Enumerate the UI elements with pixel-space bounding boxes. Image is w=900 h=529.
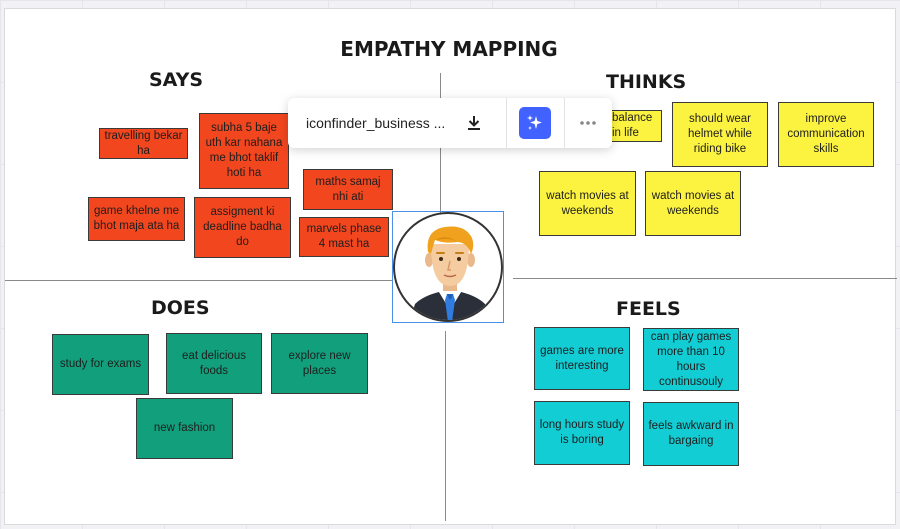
- more-options-button[interactable]: [575, 111, 601, 135]
- toolbar-file-name[interactable]: iconfinder_business ...: [306, 115, 446, 131]
- sticky-note-says[interactable]: marvels phase 4 mast ha: [299, 217, 389, 257]
- quadrant-label-says: SAYS: [149, 69, 204, 91]
- avatar[interactable]: [393, 212, 503, 322]
- sticky-note-thinks[interactable]: watch movies at weekends: [645, 171, 741, 236]
- sticky-note-text: feels awkward in bargaing: [648, 420, 734, 447]
- avatar-selection[interactable]: [392, 211, 504, 323]
- context-toolbar: iconfinder_business ...: [288, 98, 612, 148]
- sticky-note-says[interactable]: maths samaj nhi ati: [303, 169, 393, 210]
- quadrant-label-feels: FEELS: [616, 298, 681, 320]
- horizontal-divider-left: [5, 280, 393, 281]
- quadrant-label-does: DOES: [151, 297, 210, 319]
- sticky-note-does[interactable]: explore new places: [271, 333, 368, 394]
- sticky-note-says[interactable]: subha 5 baje uth kar nahana me bhot takl…: [199, 113, 289, 189]
- sticky-note-says[interactable]: travelling bekar ha: [99, 128, 188, 159]
- sticky-note-feels[interactable]: feels awkward in bargaing: [643, 402, 739, 466]
- sticky-note-text: study for exams: [59, 358, 142, 370]
- sticky-note-text: should wear helmet while riding bike: [688, 113, 752, 155]
- sticky-note-text: explore new places: [288, 349, 351, 377]
- sticky-note-says[interactable]: game khelne me bhot maja ata ha: [88, 197, 185, 241]
- sticky-note-text: games are more interesting: [540, 344, 624, 372]
- sticky-note-text: long hours study is boring: [539, 419, 625, 446]
- sticky-note-says[interactable]: assigment ki deadline badha do: [194, 197, 291, 258]
- sticky-note-text: eat delicious foods: [182, 349, 246, 377]
- sticky-note-text: new fashion: [153, 422, 216, 434]
- sticky-note-text: marvels phase 4 mast ha: [306, 223, 382, 250]
- more-horizontal-icon: [580, 121, 596, 125]
- businessman-avatar-icon: [410, 226, 490, 320]
- toolbar-separator: [506, 98, 507, 148]
- sticky-note-text: can play games more than 10 hours contin…: [650, 330, 732, 388]
- sticky-note-feels[interactable]: can play games more than 10 hours contin…: [643, 328, 739, 391]
- sticky-note-feels[interactable]: long hours study is boring: [534, 401, 630, 465]
- sticky-note-thinks[interactable]: improve communication skills: [778, 102, 874, 167]
- sticky-note-text: balance in life: [612, 112, 653, 139]
- download-icon: [468, 116, 480, 130]
- toolbar-separator: [564, 98, 565, 148]
- download-button[interactable]: [462, 111, 486, 135]
- sticky-note-text: subha 5 baje uth kar nahana me bhot takl…: [205, 122, 283, 179]
- vertical-divider-bottom: [445, 331, 446, 521]
- quadrant-label-thinks: THINKS: [606, 71, 687, 93]
- sticky-note-text: watch movies at weekends: [546, 189, 629, 217]
- horizontal-divider-right: [513, 278, 897, 279]
- sticky-note-text: assigment ki deadline badha do: [203, 206, 282, 248]
- sticky-note-text: improve communication skills: [787, 113, 865, 155]
- sticky-note-text: maths samaj nhi ati: [315, 175, 381, 203]
- sticky-note-does[interactable]: new fashion: [136, 398, 233, 459]
- sticky-note-text: travelling bekar ha: [104, 129, 183, 157]
- sticky-note-thinks[interactable]: watch movies at weekends: [539, 171, 636, 236]
- sparkle-icon: [527, 115, 542, 130]
- board-title: EMPATHY MAPPING: [340, 37, 558, 61]
- sticky-note-does[interactable]: study for exams: [52, 334, 149, 395]
- vertical-divider-top: [440, 73, 441, 223]
- whiteboard-frame[interactable]: EMPATHY MAPPING SAYS THINKS DOES FEELS t…: [4, 8, 897, 525]
- sticky-note-does[interactable]: eat delicious foods: [166, 333, 262, 394]
- sticky-note-text: game khelne me bhot maja ata ha: [93, 205, 180, 232]
- ai-assist-button[interactable]: [519, 107, 551, 139]
- sticky-note-feels[interactable]: games are more interesting: [534, 327, 630, 390]
- sticky-note-thinks[interactable]: should wear helmet while riding bike: [672, 102, 768, 167]
- sticky-note-text: watch movies at weekends: [651, 189, 735, 217]
